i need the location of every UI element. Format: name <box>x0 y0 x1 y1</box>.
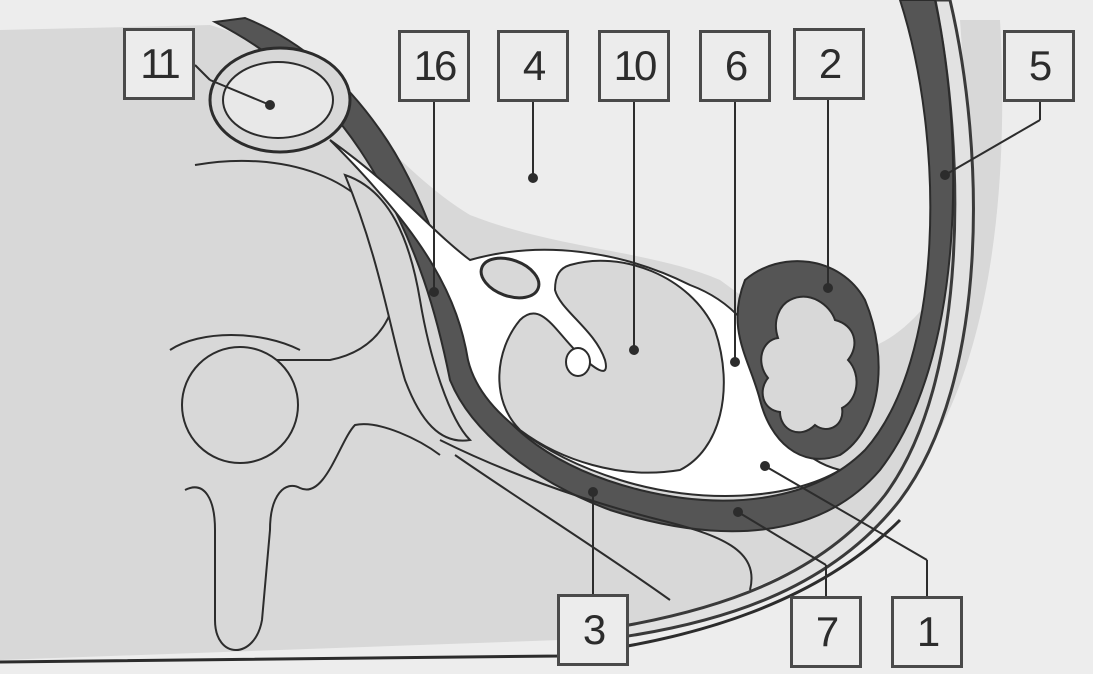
dot-1 <box>761 462 769 470</box>
vertebral-body <box>182 347 298 463</box>
label-box-10: 10 <box>598 30 670 102</box>
label-box-6: 6 <box>699 30 771 102</box>
label-box-3: 3 <box>557 594 629 666</box>
label-box-2: 2 <box>793 28 865 100</box>
dot-7 <box>734 508 742 516</box>
dot-3 <box>589 488 597 496</box>
label-box-16: 16 <box>398 30 470 102</box>
label-6: 6 <box>725 42 745 90</box>
label-1: 1 <box>917 608 937 656</box>
label-16: 16 <box>414 42 455 90</box>
label-box-1: 1 <box>891 596 963 668</box>
label-box-7: 7 <box>790 596 862 668</box>
organ-10-inner-loop <box>566 348 590 376</box>
label-10: 10 <box>614 42 655 90</box>
label-7: 7 <box>816 608 836 656</box>
dot-4 <box>529 174 537 182</box>
label-box-11: 11 <box>123 28 195 100</box>
label-2: 2 <box>819 40 839 88</box>
dot-2 <box>824 284 832 292</box>
dot-16 <box>430 288 438 296</box>
dot-11 <box>266 101 274 109</box>
label-4: 4 <box>523 42 543 90</box>
label-box-5: 5 <box>1003 30 1075 102</box>
label-5: 5 <box>1029 42 1049 90</box>
label-11: 11 <box>140 40 178 88</box>
organ-11-inner <box>223 62 333 138</box>
dot-6 <box>731 358 739 366</box>
dot-10 <box>630 346 638 354</box>
label-3: 3 <box>583 606 603 654</box>
dot-5 <box>941 171 949 179</box>
label-box-4: 4 <box>497 30 569 102</box>
